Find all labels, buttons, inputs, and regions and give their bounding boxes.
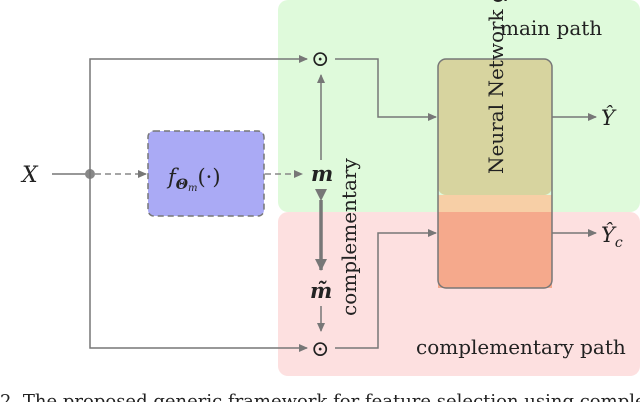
selector-arg: (·): [197, 165, 220, 189]
neural-network-text: Neural Network g: [484, 0, 508, 174]
main-path-label: main path: [500, 16, 602, 40]
selector-sub: Θ: [176, 177, 189, 193]
output-comp-sub: c: [615, 235, 623, 251]
selector-label: fΘm(·): [166, 165, 221, 194]
neural-network-box-bottom: [438, 212, 552, 288]
neural-network-box-top: [438, 59, 552, 195]
selector-subsub: m: [188, 183, 197, 194]
bottom-odot-to-network-arrow: [335, 229, 437, 349]
svg-text:Neural Network gΘ: Neural Network gΘ: [484, 0, 512, 174]
complementary-rel-label: complementary: [337, 158, 361, 316]
complementary-path-label: complementary path: [416, 335, 626, 359]
odot-bottom: ⊙: [311, 337, 329, 362]
selector-f: f: [166, 165, 179, 189]
selector-box: [147, 130, 265, 217]
neural-network-box: [437, 58, 553, 289]
input-to-top-odot-line: [89, 55, 308, 174]
neural-network-label: Neural Network gΘ: [484, 0, 512, 174]
input-to-bottom-odot-line: [89, 174, 308, 352]
mask-complement: m̃: [310, 278, 332, 303]
caption-fragment: 2. The proposed generic framework for fe…: [0, 391, 640, 402]
complementary-rel-text: complementary: [337, 158, 361, 316]
odot-top: ⊙: [311, 47, 329, 72]
output-main: Ŷ: [601, 106, 617, 130]
output-comp: Ŷc: [601, 223, 623, 251]
top-odot-to-network-arrow: [335, 58, 437, 121]
mask-m: m: [311, 161, 333, 186]
output-comp-main: Ŷ: [601, 223, 617, 247]
neural-network-box-mid: [438, 195, 552, 212]
input-x: X: [20, 163, 39, 188]
